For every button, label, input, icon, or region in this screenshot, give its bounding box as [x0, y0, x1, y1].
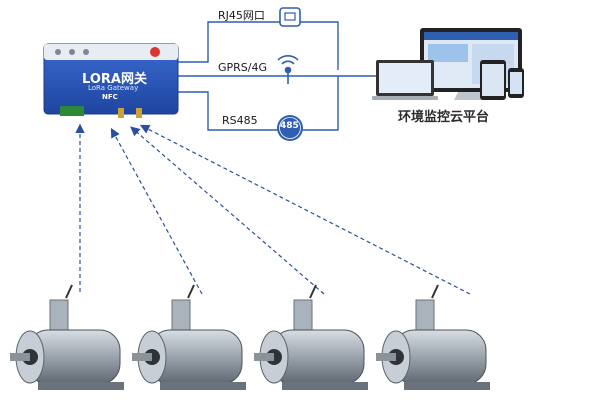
motor-with-sensor-icon — [132, 284, 246, 390]
rs485-badge-icon — [277, 115, 303, 141]
link-motor-3 — [130, 126, 325, 295]
rs485-line — [178, 76, 339, 131]
link-label-gprs: GPRS/4G — [218, 61, 268, 74]
rj45-line — [178, 21, 339, 70]
connection-lines — [178, 21, 390, 131]
device-screens-icon — [372, 28, 524, 100]
wireless-links — [75, 123, 471, 295]
motors — [10, 284, 490, 390]
lora-gateway — [43, 43, 179, 118]
motor-with-sensor-icon — [10, 284, 124, 390]
platform-label: 环境监控云平台 — [398, 110, 490, 125]
wireless-signal-icon — [277, 55, 299, 84]
link-label-rs485: RS485 — [222, 114, 258, 127]
link-label-rj45: RJ45网口 — [218, 9, 265, 22]
ethernet-port-icon — [279, 7, 301, 27]
gateway-subtitle: LoRa Gateway — [88, 84, 139, 92]
rs485-badge-text: 485 — [280, 121, 299, 131]
motor-with-sensor-icon — [254, 284, 368, 390]
link-motor-4 — [139, 124, 471, 295]
motor-with-sensor-icon — [376, 284, 490, 390]
gateway-nfc: NFC — [102, 93, 118, 101]
link-motor-2 — [110, 127, 203, 295]
gateway-title: LORA网关 — [82, 72, 147, 87]
